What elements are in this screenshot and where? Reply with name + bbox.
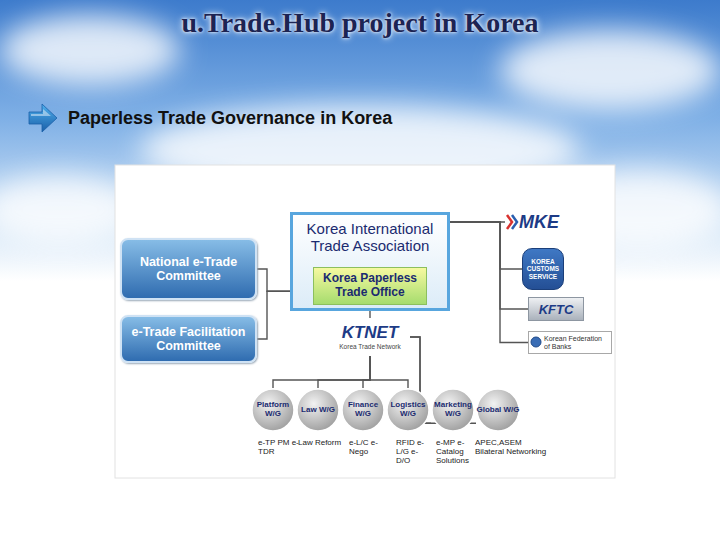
connector-line <box>318 356 370 388</box>
node-text: Korea Paperless Trade Office <box>318 272 422 300</box>
circle-shape <box>387 389 429 431</box>
connector-line <box>450 222 528 343</box>
committee-box: e-Trade Facilitation Committee <box>120 315 257 363</box>
group-task-note: e-MP e-Catalog Solutions <box>436 438 474 466</box>
working-group-circle: Platform W/G <box>251 388 295 432</box>
connector-line <box>273 356 370 388</box>
group-task-note: e-TP PM e-TDR <box>258 438 300 456</box>
working-group-circle: Finance W/G <box>341 388 385 432</box>
working-group-circle: Global W/G <box>476 388 520 432</box>
bullet-highlight <box>31 109 51 116</box>
group-task-note: Law Reform <box>298 438 346 447</box>
node-text: Finance W/G <box>341 401 385 419</box>
circle-shape <box>477 389 519 431</box>
connector-line <box>369 311 370 318</box>
banks-logo: Korean Federation of Banks <box>528 331 612 354</box>
association-box: Korea International Trade AssociationKor… <box>290 212 450 311</box>
connector-line <box>450 222 528 309</box>
node-text: Korean Federation of Banks <box>544 335 608 350</box>
node-text: Law W/G <box>301 406 335 415</box>
bullet-arrow <box>29 104 57 132</box>
connector-line <box>450 222 522 269</box>
cloud <box>0 15 180 85</box>
connector-line <box>257 269 290 291</box>
node-text: Platform W/G <box>251 401 295 419</box>
group-task-note: RFID e-L/G e-D/O <box>396 438 426 466</box>
circle-shape <box>432 389 474 431</box>
subtitle: Paperless Trade Governance in Korea <box>68 107 588 129</box>
node-text: Marketing W/G <box>431 401 475 419</box>
circle-shape <box>297 389 339 431</box>
committee-box: National e-Trade Committee <box>120 238 257 300</box>
node-text: Korea International Trade Association <box>299 220 441 255</box>
node-text: Global W/G <box>476 406 519 415</box>
group-task-note: APEC,ASEM Bilateral Networking <box>475 438 549 456</box>
customs-emblem: KOREA CUSTOMS SERVICE <box>522 248 564 290</box>
node-text: National e-Trade Committee <box>130 255 247 284</box>
page-title: u.Trade.Hub project in Korea <box>0 7 720 39</box>
node-text: KFTC <box>539 302 574 317</box>
connector-line <box>363 356 370 388</box>
circle-shape <box>342 389 384 431</box>
bank-emblem <box>531 337 541 347</box>
ministry-logo: MKE <box>505 209 561 235</box>
connector-line <box>370 356 408 388</box>
working-group-circle: Law W/G <box>296 388 340 432</box>
node-text: Logistics W/G <box>386 401 430 419</box>
logo-mark <box>512 215 517 229</box>
node-subtext: Korea Trade Network <box>339 343 400 351</box>
circle-shape <box>252 389 294 431</box>
diagram-panel <box>115 165 615 478</box>
node-text: MKE <box>519 212 559 233</box>
ktnet-logo: KTNETKorea Trade Network <box>330 318 410 356</box>
cloud <box>500 30 720 110</box>
working-group-circle: Logistics W/G <box>386 388 430 432</box>
kftc-logo: KFTC <box>528 297 584 321</box>
node-text: KOREA CUSTOMS SERVICE <box>526 258 560 279</box>
node-text: e-Trade Facilitation Committee <box>130 325 247 354</box>
connector-line <box>257 291 290 339</box>
group-task-note: e-L/C e-Nego <box>349 438 385 456</box>
node-text: KTNET <box>342 323 399 343</box>
logo-mark <box>507 215 512 229</box>
working-group-circle: Marketing W/G <box>431 388 475 432</box>
office-box: Korea Paperless Trade Office <box>313 267 427 305</box>
